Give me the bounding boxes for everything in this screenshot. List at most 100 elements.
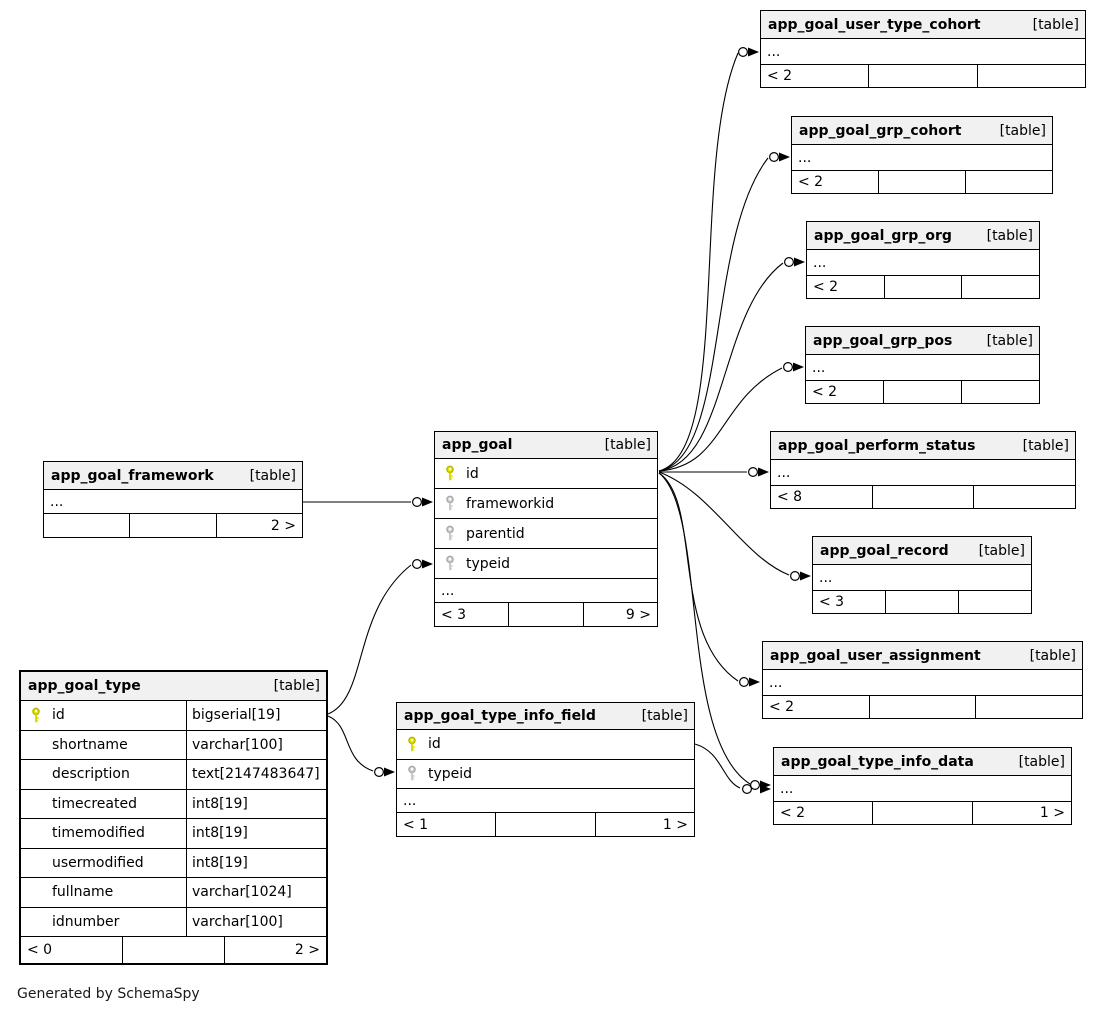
column-type: bigserial[19]	[186, 701, 326, 730]
table-header[interactable]: app_goal_user_assignment[table]	[763, 642, 1082, 670]
relationship-edge-app_goal-to-app_goal_user_type_cohort	[658, 46, 759, 472]
primary-key-icon	[32, 707, 40, 722]
foreign-key-icon	[408, 765, 416, 781]
more-columns-row: ...	[774, 776, 1071, 802]
table-app_goal_record[interactable]: app_goal_record [table]...< 3	[812, 536, 1032, 614]
table-type-badge: [table]	[1018, 753, 1065, 770]
ellipsis-label: ...	[441, 582, 455, 599]
relationship-edge-app_goal-to-app_goal_grp_cohort	[658, 152, 790, 472]
footer-cell	[966, 171, 1052, 193]
table-name: app_goal_grp_cohort	[799, 122, 962, 139]
relationship-edge-app_goal-to-app_goal_record	[658, 471, 811, 581]
footer-cell	[496, 813, 596, 836]
table-header[interactable]: app_goal_grp_cohort [table]	[792, 117, 1052, 145]
table-app_goal_grp_cohort[interactable]: app_goal_grp_cohort[table]...< 2	[791, 116, 1053, 194]
more-columns-row: ...	[763, 670, 1082, 696]
column-type: text[2147483647]	[186, 760, 326, 789]
more-columns-row: ...	[813, 565, 1031, 591]
foreign-key-icon	[446, 525, 454, 541]
table-app_goal_framework[interactable]: app_goal_framework[table]...2 >	[43, 461, 303, 538]
table-type-badge: [table]	[978, 542, 1025, 559]
table-name: app_goal_type_info_field	[404, 708, 596, 724]
table-header[interactable]: app_goal_perform_status[table]	[771, 432, 1075, 460]
footer-cell	[509, 603, 584, 626]
footer-cell: < 2	[763, 696, 870, 718]
primary-key-icon	[446, 465, 454, 481]
more-columns-row: ...	[397, 789, 694, 813]
table-name: app_goal_type_info_data	[781, 753, 974, 770]
table-app_goal_perform_status[interactable]: app_goal_perform_status[table]...< 8	[770, 431, 1076, 509]
degree-footer-row: < 8	[771, 486, 1075, 508]
footer-cell: < 3	[435, 603, 510, 626]
table-header[interactable]: app_goal_type_info_data [table]	[774, 748, 1071, 776]
table-type-badge: [table]	[986, 227, 1033, 244]
relationship-edge-app_goal_type-to-app_goal_type_info_field	[327, 715, 395, 777]
table-app_goal_grp_pos[interactable]: app_goal_grp_pos[table]...< 2	[805, 326, 1040, 404]
degree-footer-row: < 2	[806, 381, 1039, 403]
table-header[interactable]: app_goal_framework[table]	[44, 462, 302, 490]
ellipsis-label: ...	[767, 43, 781, 60]
table-header[interactable]: app_goal[table]	[435, 432, 657, 459]
column-name: idnumber	[52, 913, 120, 930]
relationship-edge-app_goal_type_info_field-to-app_goal_type_info_data	[694, 743, 771, 794]
table-header[interactable]: app_goal_grp_org[table]	[807, 222, 1039, 250]
footer-cell	[884, 381, 962, 403]
more-columns-row: ...	[771, 460, 1075, 486]
column-type: varchar[1024]	[186, 878, 326, 907]
footer-cell: < 2	[774, 802, 874, 824]
table-type-badge: [table]	[604, 437, 651, 453]
table-app_goal_user_assignment[interactable]: app_goal_user_assignment[table]...< 2	[762, 641, 1083, 719]
table-name: app_goal_framework	[51, 467, 214, 484]
table-header[interactable]: app_goal_user_type_cohort[table]	[761, 11, 1085, 39]
footer-cell	[879, 171, 966, 193]
footer-cell: < 2	[761, 65, 870, 87]
relationship-edge-app_goal-to-app_goal_grp_pos	[658, 362, 804, 472]
foreign-key-icon	[446, 495, 454, 511]
column-row-typeid: typeid	[435, 549, 657, 579]
column-name: typeid	[428, 765, 473, 782]
footer-cell	[130, 514, 217, 537]
table-header[interactable]: app_goal_type[table]	[21, 672, 326, 701]
degree-footer-row: 2 >	[44, 514, 302, 537]
degree-footer-row: < 2	[761, 65, 1085, 87]
footer-cell	[873, 486, 975, 508]
table-header[interactable]: app_goal_record [table]	[813, 537, 1031, 565]
column-name: frameworkid	[466, 495, 555, 512]
primary-key-icon	[408, 736, 416, 751]
table-type-badge: [table]	[999, 122, 1046, 139]
footer-cell	[962, 276, 1039, 298]
footer-cell: < 3	[813, 591, 886, 613]
footer-cell	[873, 802, 973, 824]
degree-footer-row: < 2	[763, 696, 1082, 718]
footer-cell	[978, 65, 1085, 87]
column-row-description: description text[2147483647]	[21, 760, 326, 790]
column-name: shortname	[52, 736, 128, 753]
table-name: app_goal_grp_pos	[813, 332, 953, 349]
column-name: description	[52, 766, 130, 783]
foreign-key-icon	[446, 555, 454, 571]
table-app_goal_user_type_cohort[interactable]: app_goal_user_type_cohort[table]... < 2	[760, 10, 1086, 88]
footer-cell	[974, 486, 1075, 508]
footer-cell	[123, 937, 225, 963]
column-row-typeid: typeid	[397, 759, 694, 789]
ellipsis-label: ...	[780, 780, 794, 797]
column-type: varchar[100]	[186, 730, 326, 759]
table-name: app_goal_type	[28, 678, 141, 694]
footer-cell: 2 >	[270, 517, 296, 534]
table-header[interactable]: app_goal_grp_pos[table]	[806, 327, 1039, 355]
table-name: app_goal_record	[820, 542, 949, 559]
footer-cell	[870, 696, 977, 718]
column-type: int8[19]	[186, 848, 326, 877]
table-app_goal_grp_org[interactable]: app_goal_grp_org[table]...< 2	[806, 221, 1040, 299]
footer-cell: 9 >	[625, 606, 651, 623]
table-header[interactable]: app_goal_type_info_field[table]	[397, 703, 694, 730]
